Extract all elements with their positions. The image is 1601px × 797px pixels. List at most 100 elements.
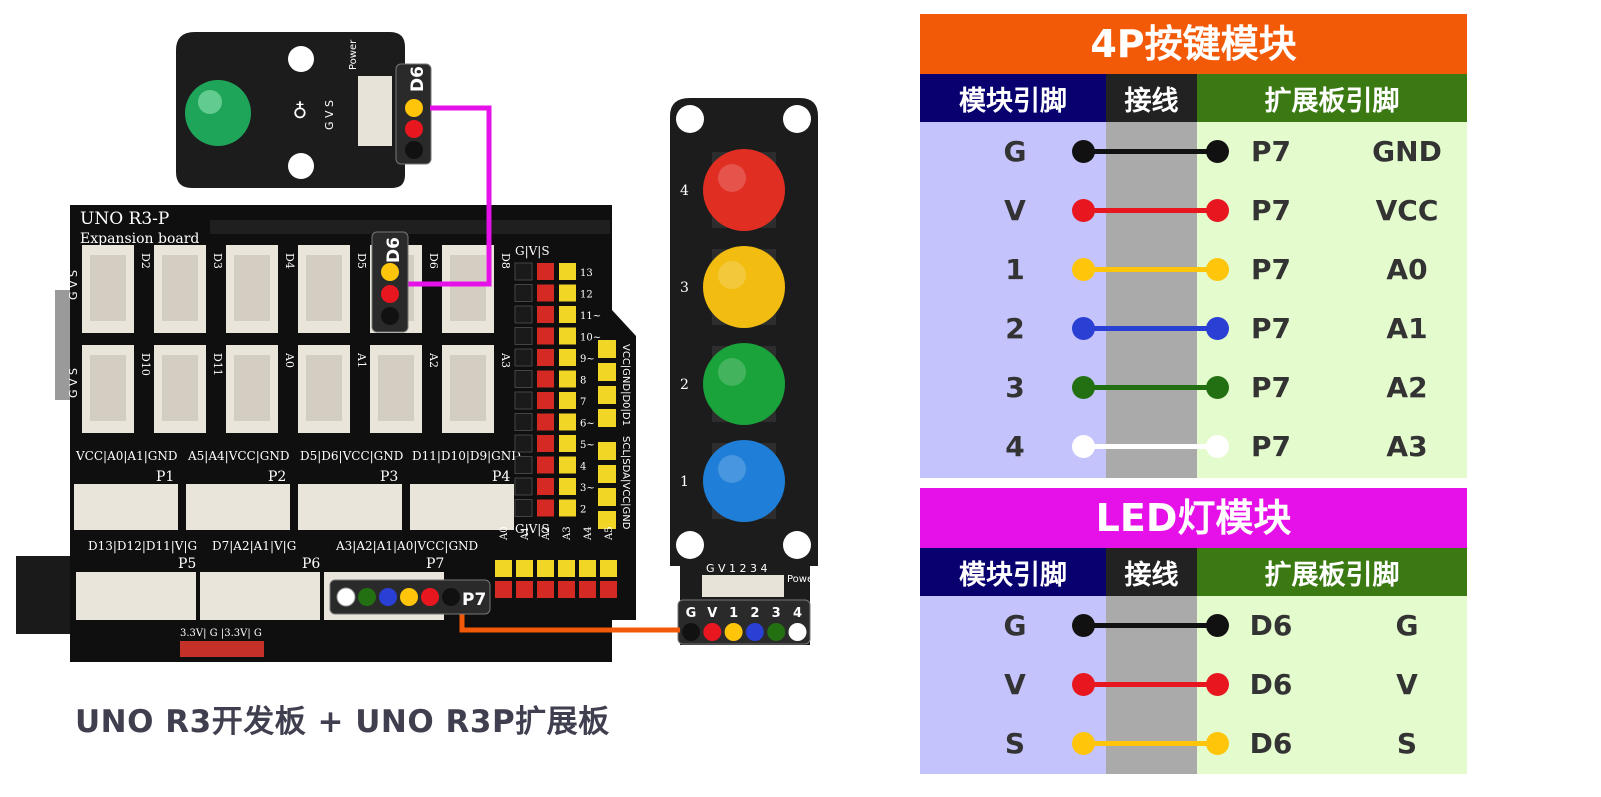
wire-line	[1083, 682, 1217, 687]
table-title: LED灯模块	[920, 488, 1467, 548]
port-pin-label: VCC|A0|A1|GND	[75, 449, 177, 463]
jst-socket-inner	[306, 355, 342, 421]
i2c-pin	[598, 363, 616, 381]
port-name: P7	[1250, 430, 1291, 463]
header-ext-pin: 扩展板引脚	[1197, 548, 1467, 596]
analog-label: A4	[583, 526, 594, 541]
port-name: P7	[1250, 253, 1291, 286]
mount-hole-1	[288, 46, 314, 72]
module-pin: G	[1003, 135, 1027, 168]
vcc-pin	[537, 370, 554, 388]
signal-pin	[559, 478, 576, 495]
jst-socket-inner	[90, 355, 126, 421]
module-pin: V	[1004, 194, 1026, 227]
port-name: P7	[1250, 194, 1291, 227]
connector-label: D11	[211, 353, 224, 376]
i2c-pin	[598, 340, 616, 358]
i2c-pin	[598, 511, 616, 529]
col-ext	[1197, 122, 1467, 478]
signal-pin	[559, 263, 576, 280]
green-wire-dot	[767, 623, 786, 641]
col-wiring	[1106, 122, 1197, 478]
port-name: P1	[156, 469, 174, 485]
vcc-pin	[537, 327, 554, 345]
jst-socket-inner	[450, 255, 486, 321]
port-socket	[74, 484, 178, 530]
white-wire-dot	[788, 623, 807, 641]
wire-line	[1083, 623, 1217, 628]
wire-endpoint	[1206, 435, 1229, 458]
vcc-pin	[537, 499, 554, 517]
signal-name: GND	[1372, 135, 1442, 168]
button-highlight	[718, 164, 746, 192]
gnd-pin	[514, 391, 533, 410]
wire-endpoint	[1206, 614, 1229, 637]
pin-number: 4	[580, 462, 586, 473]
wire-line	[1083, 385, 1217, 390]
module-pin: 1	[1005, 253, 1025, 286]
green-wire-dot	[358, 588, 376, 606]
power-header	[180, 641, 264, 657]
board-p7-plug-label: P7	[462, 590, 486, 610]
port-name: D6	[1249, 609, 1293, 642]
analog-label: A0	[499, 526, 510, 541]
connector-label: D4	[283, 253, 296, 269]
wire-endpoint	[1206, 317, 1229, 340]
caption: UNO R3开发板 + UNO R3P扩展板	[75, 704, 610, 740]
i2c-pin	[598, 442, 616, 460]
vcc-pin	[537, 392, 554, 409]
connector-label: A1	[355, 352, 368, 368]
port-name: D6	[1249, 668, 1293, 701]
board-subtitle: Expansion board	[80, 231, 199, 247]
signal-name: S	[1396, 727, 1418, 760]
wire-line	[1083, 741, 1217, 746]
wire-line	[1083, 444, 1217, 449]
gnd-pin	[514, 499, 533, 517]
signal-name: A3	[1386, 430, 1428, 463]
plug-pin-label: 3	[772, 606, 781, 621]
i2c-pin	[598, 409, 616, 427]
push-button	[703, 246, 785, 328]
pin-number: 12	[580, 290, 593, 301]
vcc-pin	[537, 349, 554, 366]
top-header	[210, 220, 610, 234]
header-wiring: 接线	[1106, 74, 1197, 122]
analog-vcc-pin	[516, 581, 533, 598]
wire-endpoint	[1072, 140, 1095, 163]
jst-socket-inner	[90, 255, 126, 321]
signal-name: A2	[1386, 371, 1428, 404]
black-wire-dot	[442, 588, 460, 606]
wire-endpoint	[1072, 673, 1095, 696]
wire-endpoint	[1072, 199, 1095, 222]
btn-mount-4	[783, 531, 811, 559]
port-name: P7	[1250, 312, 1291, 345]
led-plug-label: D6	[408, 66, 428, 92]
board-d6-plug	[371, 231, 409, 333]
led-silk-power: Power	[348, 39, 359, 70]
analog-vcc-pin	[558, 581, 575, 598]
port-pin-label: A3|A2|A1|A0|VCC|GND	[335, 539, 478, 553]
push-button	[703, 440, 785, 522]
signal-pin	[559, 435, 576, 452]
i2c-pin	[598, 488, 616, 506]
analog-signal-pin	[495, 560, 512, 577]
board-body	[70, 205, 636, 662]
button-number: 1	[680, 474, 689, 490]
module-pin: S	[1004, 727, 1026, 760]
wire-endpoint	[1206, 376, 1229, 399]
wire-endpoint	[1206, 732, 1229, 755]
wire-endpoint	[1072, 435, 1095, 458]
module-pin: 2	[1005, 312, 1025, 345]
port-socket	[410, 484, 514, 530]
pin-number: 2	[580, 505, 586, 516]
button-highlight	[718, 261, 746, 289]
analog-vcc-pin	[579, 581, 596, 598]
